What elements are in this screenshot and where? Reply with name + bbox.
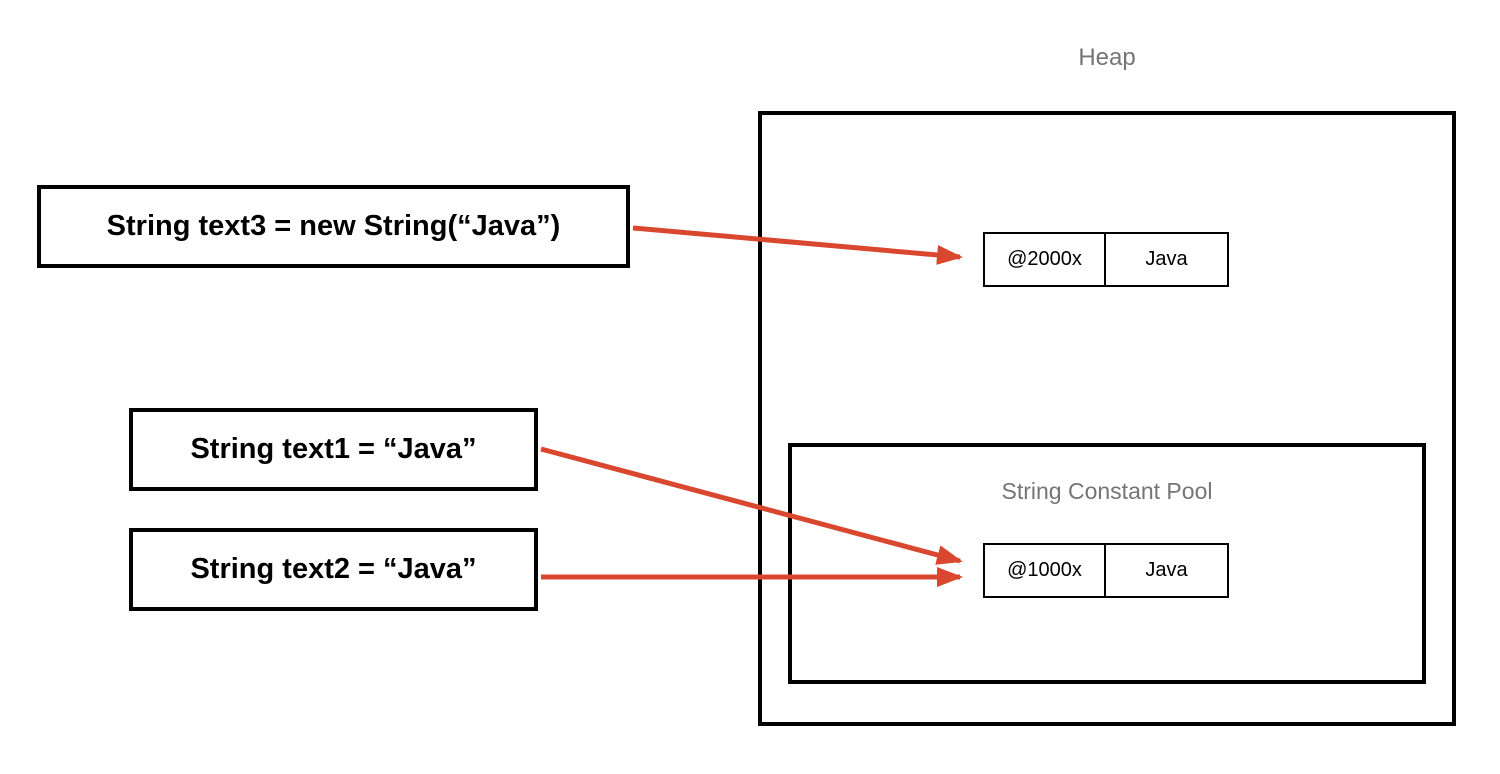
heap-label: Heap (1078, 44, 1136, 71)
statement-box-text1: String text1 = “Java” (129, 408, 538, 491)
heap-object-value-cell: Java (1145, 248, 1188, 270)
pool-object-record: @1000x Java (983, 543, 1229, 598)
statement-box-text2: String text2 = “Java” (129, 528, 538, 611)
heap-object-record: @2000x Java (983, 232, 1229, 287)
string-constant-pool-label: String Constant Pool (1001, 478, 1213, 504)
statement-box-text3: String text3 = new String(“Java”) (37, 185, 630, 268)
string-constant-pool-box (788, 443, 1426, 684)
pool-object-value-cell: Java (1145, 559, 1188, 581)
heap-object-address-cell: @2000x (985, 234, 1106, 285)
pool-object-address-cell: @1000x (985, 545, 1106, 596)
heap-box (758, 111, 1456, 726)
